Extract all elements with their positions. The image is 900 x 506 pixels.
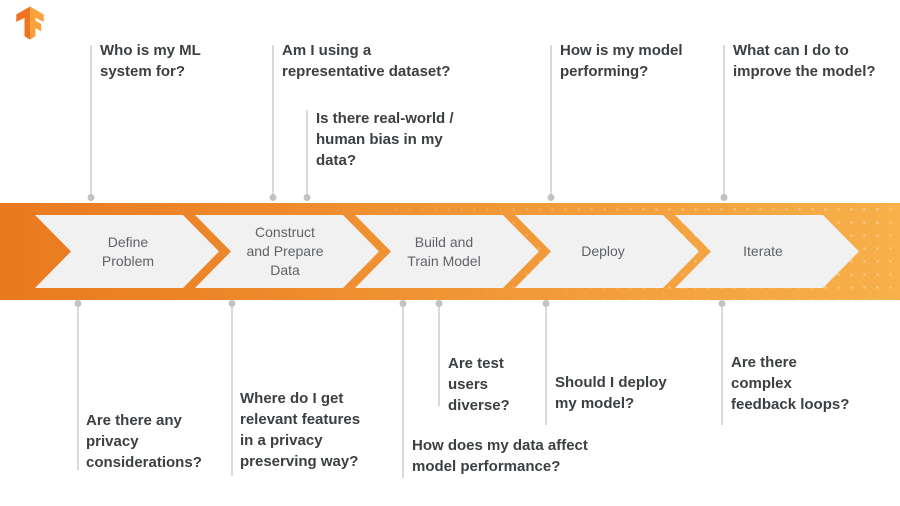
stage-label-define-problem: Define Problem — [101, 233, 155, 269]
connector-dot — [399, 300, 407, 307]
question-bottom-privacy-considerations: Are there any privacy considerations? — [86, 412, 202, 471]
connector-dot — [542, 300, 550, 307]
question-top-who-is-my-ml-system-for: Who is my ML system for? — [100, 42, 201, 80]
question-top-real-world-bias: Is there real-world / human bias in my d… — [316, 110, 454, 169]
tensorflow-logo-left-face — [16, 6, 30, 40]
connector-bottom-2 — [228, 300, 236, 476]
question-bottom-test-users-diverse: Are test users diverse? — [448, 355, 510, 414]
connector-dot — [718, 300, 726, 307]
stage-label-deploy: Deploy — [581, 243, 625, 259]
stage-chevron-deploy — [515, 215, 699, 288]
connector-top-3 — [303, 110, 311, 201]
connector-dot — [87, 194, 95, 201]
connector-bottom-3 — [399, 300, 407, 478]
question-top-model-performing: How is my model performing? — [560, 42, 683, 80]
question-bottom-data-affect-performance: How does my data affect model performanc… — [412, 437, 588, 475]
connector-bottom-6 — [718, 300, 726, 425]
tensorflow-logo — [16, 6, 44, 40]
connector-top-1 — [87, 45, 95, 201]
stage-label-build-train-model: Build and Train Model — [407, 233, 481, 269]
stage-chevron-iterate — [675, 215, 859, 288]
stage-chevron-construct-prepare-data — [195, 215, 379, 288]
connector-dot — [720, 194, 728, 201]
connector-top-5 — [720, 45, 728, 201]
connector-dot — [228, 300, 236, 307]
connector-top-4 — [547, 45, 555, 201]
connector-bottom-1 — [74, 300, 82, 470]
connector-dot — [74, 300, 82, 307]
question-bottom-feedback-loops: Are there complex feedback loops? — [731, 354, 850, 413]
pipeline-band: Define Problem Construct and Prepare Dat… — [0, 203, 900, 300]
connector-dot — [269, 194, 277, 201]
question-bottom-relevant-features-privacy: Where do I get relevant features in a pr… — [240, 390, 361, 470]
connector-bottom-4 — [435, 300, 443, 406]
stage-chevron-define-problem — [35, 215, 219, 288]
connector-top-2 — [269, 45, 277, 201]
stage-label-construct-prepare-data: Construct and Prepare Data — [246, 224, 324, 278]
connector-dot — [303, 194, 311, 201]
connector-dot — [547, 194, 555, 201]
question-top-improve-model: What can I do to improve the model? — [733, 42, 876, 80]
stage-chevron-build-train-model — [355, 215, 539, 288]
connector-dot — [435, 300, 443, 307]
stage-label-iterate: Iterate — [743, 243, 783, 259]
question-top-representative-dataset: Am I using a representative dataset? — [282, 42, 451, 80]
connector-bottom-5 — [542, 300, 550, 425]
question-bottom-should-i-deploy: Should I deploy my model? — [555, 374, 667, 412]
tensorflow-logo-right-face — [30, 6, 44, 40]
